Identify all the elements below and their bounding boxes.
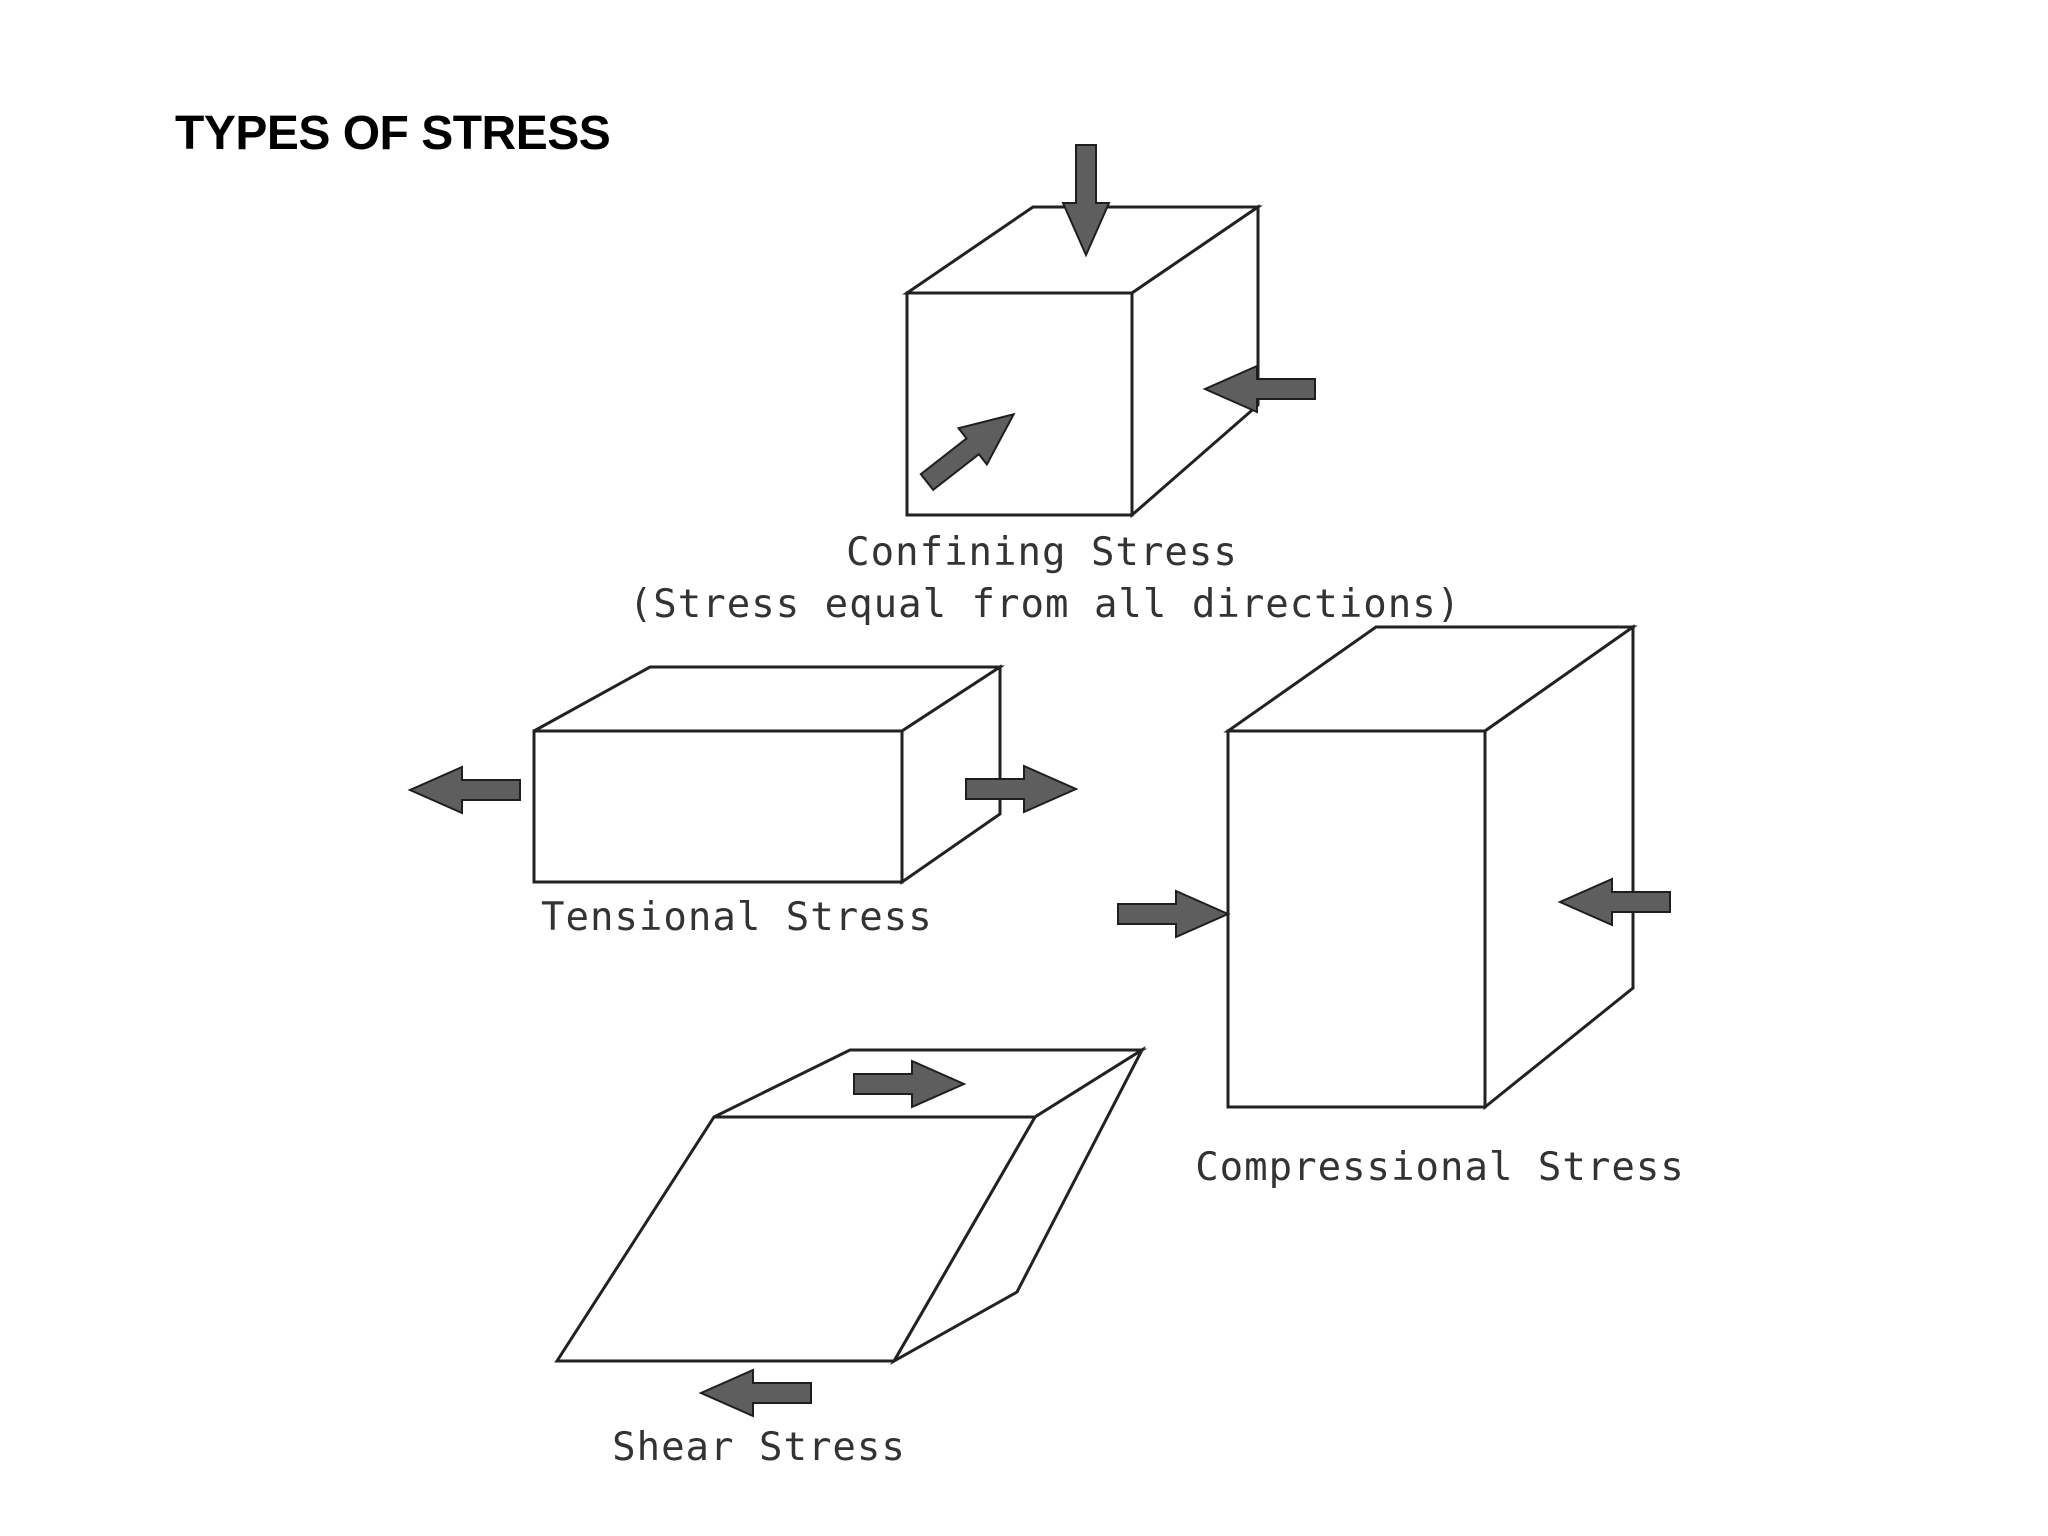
compressional-left-arrow bbox=[1117, 890, 1229, 938]
shear-stress-label: Shear Stress bbox=[612, 1425, 906, 1470]
tensional-box-front-face bbox=[532, 729, 904, 884]
confining-stress-sublabel: (Stress equal from all directions) bbox=[629, 582, 1461, 627]
tensional-stress-panel: Tensional Stress bbox=[409, 664, 1077, 940]
confining-stress-panel: Confining Stress (Stress equal from all … bbox=[629, 144, 1461, 627]
tensional-left-arrow bbox=[409, 766, 521, 814]
shear-bottom-arrow bbox=[700, 1369, 812, 1417]
compressional-box-front-face bbox=[1226, 729, 1487, 1109]
compressional-stress-label: Compressional Stress bbox=[1195, 1145, 1685, 1190]
shear-box-front-face bbox=[554, 1115, 1038, 1363]
shear-stress-panel: Shear Stress bbox=[554, 1045, 1148, 1470]
tensional-stress-label: Tensional Stress bbox=[541, 895, 933, 940]
confining-stress-label: Confining Stress bbox=[846, 530, 1238, 575]
compressional-stress-panel: Compressional Stress bbox=[1117, 624, 1685, 1190]
slide-title: TYPES OF STRESS bbox=[175, 107, 611, 160]
